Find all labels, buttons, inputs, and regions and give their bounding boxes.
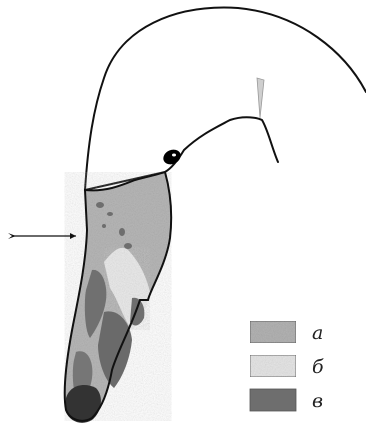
legend-label-a: а [312, 322, 323, 344]
legend: а б в [250, 321, 324, 412]
legend-item-c: в [250, 389, 323, 412]
eye-icon [161, 147, 183, 167]
legend-item-a: а [250, 321, 323, 344]
arrow-icon [8, 233, 76, 239]
legend-swatch-c [250, 389, 296, 411]
eye-highlight [172, 154, 176, 157]
legend-swatch-a [250, 321, 296, 343]
feather-notch [257, 78, 264, 118]
legend-swatch-b [250, 355, 296, 377]
legend-label-c: в [312, 390, 323, 412]
head-outline [85, 8, 366, 190]
legend-label-b: б [312, 356, 324, 378]
legend-item-b: б [250, 355, 324, 378]
